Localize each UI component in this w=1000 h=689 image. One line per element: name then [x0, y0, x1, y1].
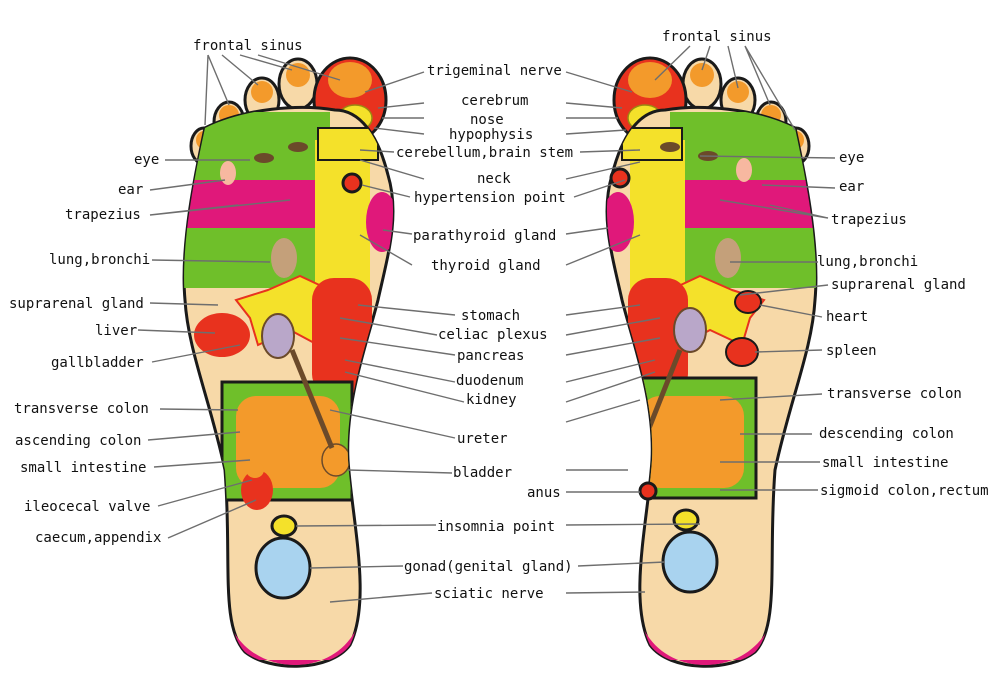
- label-small-intestine-left: small intestine: [20, 460, 146, 476]
- label-cerebellum: cerebellum,brain stem: [396, 145, 573, 161]
- right-bladder-shape: [621, 443, 651, 477]
- left-bladder-shape: [321, 443, 351, 477]
- left-eye-left: [254, 153, 274, 163]
- left-ureter-line: [289, 349, 335, 449]
- right-ear-shape: [736, 158, 752, 182]
- left-foot: [182, 56, 395, 668]
- label-lung-left: lung,bronchi: [49, 252, 150, 268]
- label-descending-colon: descending colon: [819, 426, 954, 442]
- right-insomnia-point: [672, 508, 700, 532]
- left-gonad-shape: [254, 536, 312, 600]
- label-heart: heart: [826, 309, 868, 325]
- label-hypertension-point: hypertension point: [414, 190, 566, 206]
- left-liver-shape: [194, 313, 250, 357]
- label-kidney: kidney: [466, 392, 517, 408]
- labels: frontal sinus frontal sinus trigeminal n…: [9, 29, 989, 602]
- label-thyroid-gland: thyroid gland: [431, 258, 541, 274]
- label-ileocecal-valve: ileocecal valve: [24, 499, 150, 515]
- right-small-intestine: [640, 396, 744, 488]
- label-sciatic-nerve: sciatic nerve: [434, 586, 544, 602]
- left-ear-shape: [220, 161, 236, 185]
- right-lung-shape: [715, 238, 741, 278]
- label-frontal-sinus-right: frontal sinus: [662, 29, 772, 45]
- label-nose: nose: [470, 112, 504, 128]
- label-duodenum: duodenum: [456, 373, 523, 389]
- left-magenta-band: [184, 180, 330, 230]
- label-trapezius-right: trapezius: [831, 212, 907, 228]
- left-parathyroid-shape: [366, 192, 394, 252]
- label-hypophysis: hypophysis: [449, 127, 533, 143]
- left-ileocecal-shape: [246, 462, 264, 478]
- label-eye-right: eye: [839, 150, 864, 166]
- right-heart-shape: [734, 290, 762, 314]
- label-gallbladder: gallbladder: [51, 355, 144, 371]
- right-kidney-shape: [673, 307, 707, 353]
- left-zones: [184, 112, 394, 665]
- label-caecum-appendix: caecum,appendix: [35, 530, 161, 546]
- right-magenta-band: [670, 180, 816, 230]
- label-transverse-colon-right: transverse colon: [827, 386, 962, 402]
- label-ascending-colon: ascending colon: [15, 433, 141, 449]
- label-eye-left: eye: [134, 152, 159, 168]
- label-stomach: stomach: [461, 308, 520, 324]
- leader-lines: [137, 45, 836, 603]
- left-stomach-shape: [312, 278, 372, 396]
- label-anus: anus: [527, 485, 561, 501]
- label-pancreas: pancreas: [457, 348, 524, 364]
- label-suprarenal-left: suprarenal gland: [9, 296, 144, 312]
- right-spleen-shape: [725, 337, 759, 367]
- label-suprarenal-right: suprarenal gland: [831, 277, 966, 293]
- right-toe-second-tip: [690, 63, 714, 87]
- right-toe-third-tip: [727, 81, 749, 103]
- right-eye-left: [660, 142, 680, 152]
- label-spleen: spleen: [826, 343, 877, 359]
- right-anus-point: [638, 481, 658, 501]
- right-foot: [605, 56, 818, 668]
- label-sigmoid-colon: sigmoid colon,rectum: [820, 483, 989, 499]
- label-ear-left: ear: [118, 182, 143, 198]
- left-hypertension-point: [341, 172, 363, 194]
- left-toe-third-tip: [251, 81, 273, 103]
- label-lung-right: lung,bronchi: [817, 254, 918, 270]
- label-bladder: bladder: [453, 465, 512, 481]
- label-trapezius-left: trapezius: [65, 207, 141, 223]
- left-kidney-shape: [261, 313, 295, 359]
- left-toe-big-tip: [328, 62, 372, 98]
- label-cerebrum: cerebrum: [461, 93, 528, 109]
- label-small-intestine-right: small intestine: [822, 455, 948, 471]
- label-insomnia-point: insomnia point: [437, 519, 555, 535]
- label-trigeminal-nerve: trigeminal nerve: [427, 63, 562, 79]
- left-insomnia-point: [270, 514, 298, 538]
- label-transverse-colon-left: transverse colon: [14, 401, 149, 417]
- label-frontal-sinus-left: frontal sinus: [193, 38, 303, 54]
- left-eye-right: [288, 142, 308, 152]
- label-ear-right: ear: [839, 179, 864, 195]
- right-yellow-column: [630, 140, 685, 300]
- left-yellow-column: [315, 140, 370, 300]
- label-neck: neck: [477, 171, 511, 187]
- left-neck-band: [317, 127, 379, 161]
- right-gonad-shape: [661, 530, 719, 594]
- left-caecum-shape: [241, 470, 273, 510]
- right-parathyroid-shape: [606, 192, 634, 252]
- left-lung-shape: [271, 238, 297, 278]
- right-toe-big-tip: [628, 62, 672, 98]
- label-ureter: ureter: [457, 431, 508, 447]
- label-liver: liver: [95, 323, 137, 339]
- label-celiac-plexus: celiac plexus: [438, 327, 548, 343]
- label-gonad: gonad(genital gland): [404, 559, 573, 575]
- label-parathyroid-gland: parathyroid gland: [413, 228, 556, 244]
